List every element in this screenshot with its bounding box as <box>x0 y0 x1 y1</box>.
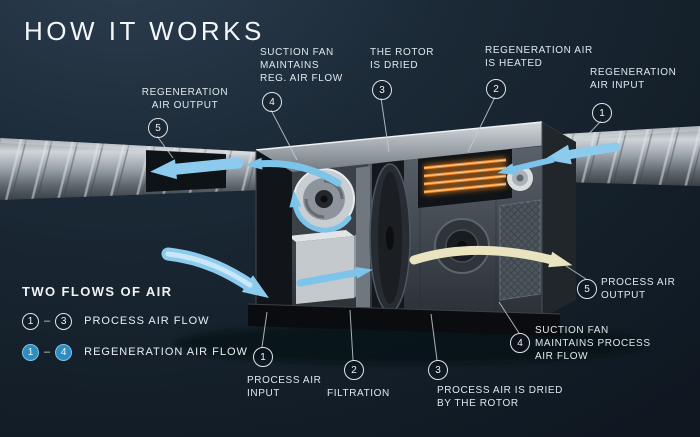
flow-arrows <box>150 142 621 298</box>
callout-label: REGENERATION AIR INPUT <box>590 67 677 92</box>
process-internal-flow <box>296 266 373 287</box>
step-number-badge: 3 <box>55 312 73 330</box>
fan-swirl-arrow <box>289 190 352 233</box>
regeneration-input-arrow <box>544 142 621 165</box>
callout-label: PROCESS AIR IS DRIED BY THE ROTOR <box>437 385 563 410</box>
callout-label: REGENERATION AIR IS HEATED <box>485 45 593 70</box>
range-separator: – <box>44 314 51 327</box>
regeneration-to-heater-arrow <box>497 157 555 175</box>
step-number-badge: 3 <box>372 80 392 100</box>
filter-box <box>288 230 362 304</box>
step-number-badge: 1 <box>22 312 39 330</box>
left-panel <box>256 150 292 322</box>
callout-label: FILTRATION <box>327 388 390 399</box>
rotor <box>369 160 411 316</box>
step-number-badge: 4 <box>55 343 73 361</box>
regeneration-duct-right <box>562 126 700 186</box>
step-number-badge: 4 <box>262 92 282 112</box>
callout-label: REGENERATION AIR OUTPUT <box>141 87 229 112</box>
page-title: HOW IT WORKS <box>24 16 265 46</box>
legend-label: REGENERATION AIR FLOW <box>84 346 248 358</box>
step-number-badge: 2 <box>486 79 506 99</box>
leader-lines <box>156 96 602 361</box>
step-number-badge: 5 <box>148 118 168 138</box>
divider-panel <box>356 166 370 316</box>
right-panel <box>542 122 576 318</box>
legend-row-regeneration-air: 1 – 4 REGENERATION AIR FLOW <box>22 343 248 361</box>
machine-body <box>247 121 576 336</box>
legend-title: TWO FLOWS OF AIR <box>22 284 173 299</box>
heater <box>418 148 512 208</box>
top-panel <box>256 122 576 172</box>
callout-label: PROCESS AIR INPUT <box>247 375 322 400</box>
step-number-badge: 1 <box>22 343 39 361</box>
process-input-arrow-highlight <box>165 251 253 288</box>
step-number-badge: 4 <box>510 333 530 353</box>
regeneration-output-arrow <box>150 157 244 180</box>
callout-label: PROCESS AIR OUTPUT <box>601 277 676 302</box>
legend: TWO FLOWS OF AIR 1 – 3 PROCESS AIR FLOW … <box>22 284 248 361</box>
step-number-badge: 5 <box>577 279 597 299</box>
callout-label: THE ROTOR IS DRIED <box>370 47 435 72</box>
legend-label: PROCESS AIR FLOW <box>84 315 210 327</box>
step-number-badge: 1 <box>253 347 273 367</box>
process-output-arrow <box>409 245 573 268</box>
callout-label: SUCTION FAN MAINTAINS REG. AIR FLOW <box>260 47 343 85</box>
process-input-arrow <box>161 247 269 298</box>
step-number-badge: 3 <box>428 360 448 380</box>
legend-row-process-air: 1 – 3 PROCESS AIR FLOW <box>22 312 248 330</box>
range-separator: – <box>44 345 51 358</box>
step-number-badge: 1 <box>592 103 612 123</box>
callout-label: SUCTION FAN MAINTAINS PROCESS AIR FLOW <box>535 325 651 363</box>
regeneration-internal-flow <box>245 157 342 187</box>
step-number-badge: 2 <box>344 360 364 380</box>
